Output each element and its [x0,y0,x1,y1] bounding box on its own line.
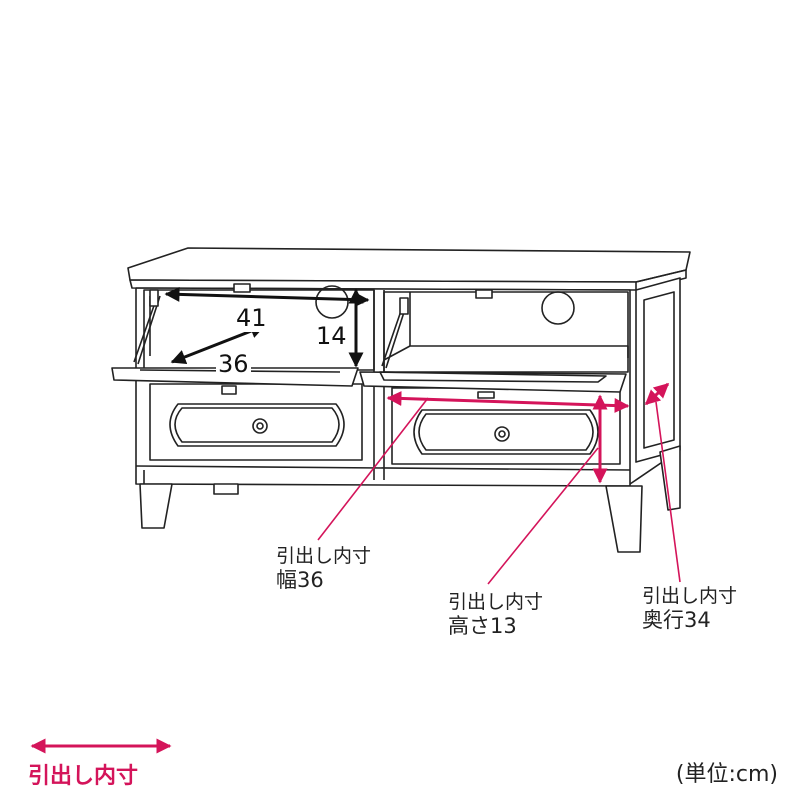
width-arrow [164,286,370,308]
annotation-title: 引出し内寸 [642,585,738,607]
leader-depth [655,401,681,583]
depth-arrow [170,323,266,365]
drawer-depth-arrow [644,382,670,406]
drawer-left [149,383,363,461]
height-dimension-label: 14 [314,322,349,350]
annotation-height: 引出し内寸 高さ13 [448,590,543,638]
unit-label: (単位:cm) [675,762,778,787]
drawer-knob-right [494,426,510,442]
drawer-dimension-arrows [386,382,670,484]
flap-stay-left [133,295,161,365]
top-board [127,247,691,283]
annotation-width: 引出し内寸 幅36 [276,544,371,592]
dimension-arrows [164,286,370,368]
annotation-title: 引出し内寸 [448,591,544,613]
leg-front-right [605,485,643,553]
leader-lines [317,397,681,585]
annotation-value: 高さ13 [448,614,517,638]
leg-back-right [659,445,681,511]
drawer-knob-left [252,418,268,434]
width-dimension-label: 41 [234,304,269,332]
annotation-value: 幅36 [276,568,324,592]
drawer-width-arrow [386,390,630,414]
leader-height [487,447,599,585]
leader-width [317,397,429,541]
flap-stay-right [381,305,407,369]
depth-dimension-label: 36 [216,350,251,378]
leg-front-left [139,483,173,529]
annotation-depth: 引出し内寸 奥行34 [642,584,737,632]
legend-label: 引出し内寸 [28,764,139,789]
cable-hole-right [541,291,575,325]
leg-back-left [213,483,239,495]
annotation-title: 引出し内寸 [276,545,372,567]
annotation-value: 奥行34 [642,608,711,632]
